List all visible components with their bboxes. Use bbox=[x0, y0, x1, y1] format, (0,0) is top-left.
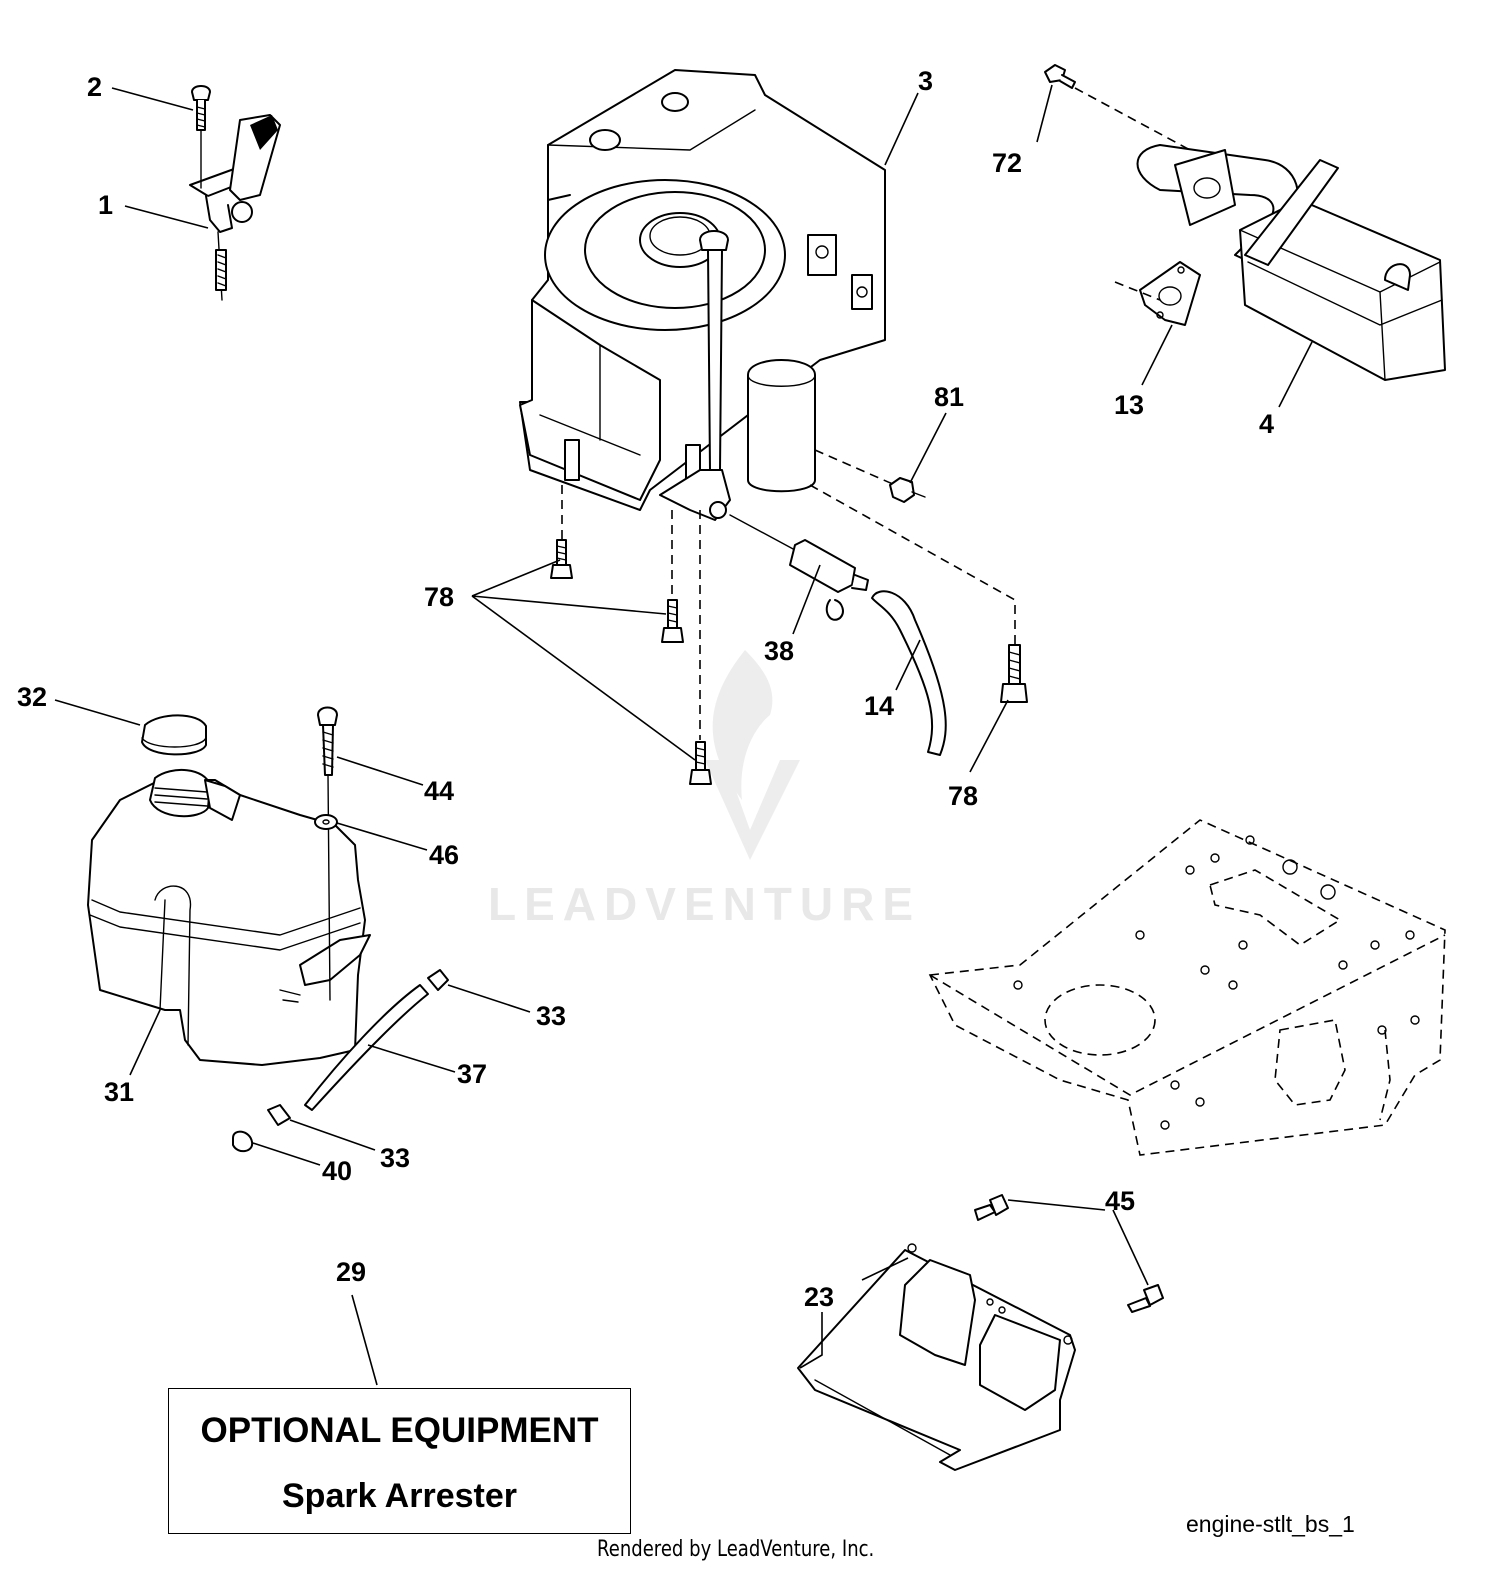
washer-46 bbox=[314, 814, 338, 830]
label-part-13: 13 bbox=[1114, 390, 1144, 420]
muffler bbox=[1044, 64, 1446, 381]
part-labels: 2 1 3 72 13 4 81 78 38 14 78 32 44 46 31… bbox=[17, 66, 1274, 1312]
bolts-78 bbox=[550, 539, 1028, 785]
leader-lines bbox=[54, 84, 1313, 1386]
label-part-44: 44 bbox=[424, 776, 454, 806]
label-part-72: 72 bbox=[992, 148, 1022, 178]
label-part-1: 1 bbox=[98, 190, 113, 220]
nut-81 bbox=[889, 477, 915, 503]
label-part-45: 45 bbox=[1105, 1186, 1135, 1216]
label-part-23: 23 bbox=[804, 1282, 834, 1312]
label-part-2: 2 bbox=[87, 72, 102, 102]
watermark-text: LEADVENTURE bbox=[488, 878, 921, 930]
label-part-81: 81 bbox=[934, 382, 964, 412]
fuel-tank bbox=[87, 714, 371, 1066]
diagram-id: engine-stlt_bs_1 bbox=[1186, 1511, 1355, 1537]
label-part-78-left: 78 bbox=[424, 582, 454, 612]
watermark: LEADVENTURE bbox=[488, 650, 921, 930]
optional-equipment-box: OPTIONAL EQUIPMENT Spark Arrester bbox=[168, 1388, 631, 1534]
label-part-37: 37 bbox=[457, 1059, 487, 1089]
label-part-33-upper: 33 bbox=[536, 1001, 566, 1031]
optional-equipment-title: OPTIONAL EQUIPMENT bbox=[200, 1411, 599, 1450]
label-part-78-right: 78 bbox=[948, 781, 978, 811]
screw-44 bbox=[317, 706, 338, 1001]
label-part-4: 4 bbox=[1259, 409, 1274, 439]
label-part-3: 3 bbox=[918, 66, 933, 96]
label-part-33-lower: 33 bbox=[380, 1143, 410, 1173]
label-part-46: 46 bbox=[429, 840, 459, 870]
spark-arrester-label: Spark Arrester bbox=[282, 1477, 517, 1515]
label-part-40: 40 bbox=[322, 1156, 352, 1186]
label-part-32: 32 bbox=[17, 682, 47, 712]
engine bbox=[519, 69, 886, 521]
label-part-38: 38 bbox=[764, 636, 794, 666]
chassis-frame bbox=[928, 819, 1446, 1156]
label-part-14: 14 bbox=[864, 691, 894, 721]
fuel-filter bbox=[729, 514, 947, 756]
render-credit: Rendered by LeadVenture, Inc. bbox=[597, 1537, 875, 1562]
label-part-31: 31 bbox=[104, 1077, 134, 1107]
label-part-29: 29 bbox=[336, 1257, 366, 1287]
heat-shield bbox=[797, 1194, 1164, 1471]
throttle-control bbox=[189, 85, 281, 301]
fuel-line-37 bbox=[232, 969, 449, 1153]
